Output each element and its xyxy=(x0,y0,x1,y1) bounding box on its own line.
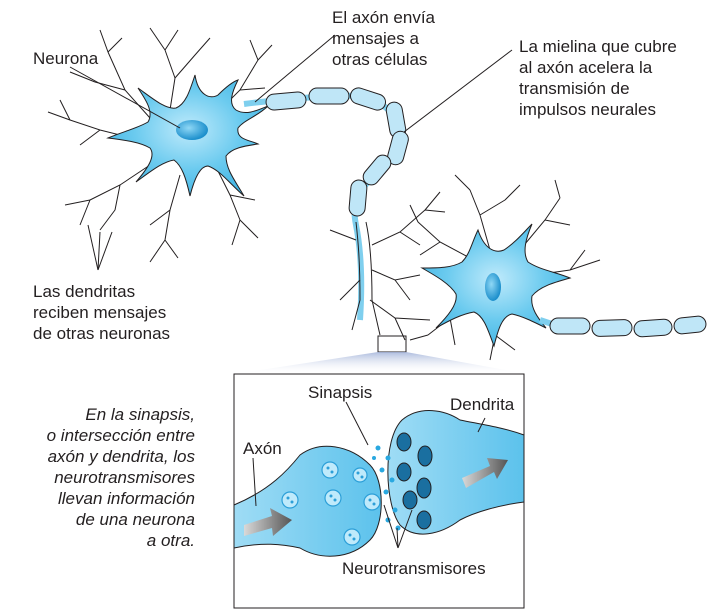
myelin-right xyxy=(540,315,707,337)
label-dendritas-line: de otras neuronas xyxy=(33,323,170,344)
label-mielina-line: La mielina que cubre xyxy=(519,36,677,57)
label-dendritas-line: Las dendritas xyxy=(33,281,170,302)
axon xyxy=(244,96,398,320)
label-mielina-line: transmisión de xyxy=(519,78,677,99)
label-dendritas-line: reciben mensajes xyxy=(33,302,170,323)
label-dendritas: Las dendritas reciben mensajes de otras … xyxy=(33,281,170,344)
caption-line: axón y dendrita, los xyxy=(47,446,195,467)
label-mielina: La mielina que cubre al axón acelera la … xyxy=(519,36,677,120)
myelin-sheath xyxy=(265,86,410,217)
caption-line: neurotransmisores xyxy=(47,467,195,488)
caption-line: de una neurona xyxy=(47,509,195,530)
label-axon: Axón xyxy=(243,438,282,459)
caption-line: En la sinapsis, xyxy=(47,404,195,425)
nucleus-left xyxy=(176,120,208,140)
label-sinapsis: Sinapsis xyxy=(308,382,372,403)
zoom-marker xyxy=(378,336,406,352)
label-axon-message-line: mensajes a xyxy=(332,28,435,49)
label-axon-message-line: otras células xyxy=(332,49,435,70)
zoom-beam xyxy=(234,352,528,374)
label-axon-message-line: El axón envía xyxy=(332,7,435,28)
caption-line: a otra. xyxy=(47,530,195,551)
label-dendrita: Dendrita xyxy=(450,394,514,415)
caption-line: llevan información xyxy=(47,488,195,509)
label-neurona: Neurona xyxy=(33,48,98,69)
label-mielina-line: al axón acelera la xyxy=(519,57,677,78)
caption-line: o intersección entre xyxy=(47,425,195,446)
nucleus-right xyxy=(485,273,501,301)
label-neurotransmisores: Neurotransmisores xyxy=(342,558,486,579)
label-axon-message: El axón envía mensajes a otras células xyxy=(332,7,435,70)
axon-terminals xyxy=(330,192,445,340)
caption: En la sinapsis, o intersección entre axó… xyxy=(47,404,195,551)
label-mielina-line: impulsos neurales xyxy=(519,99,677,120)
